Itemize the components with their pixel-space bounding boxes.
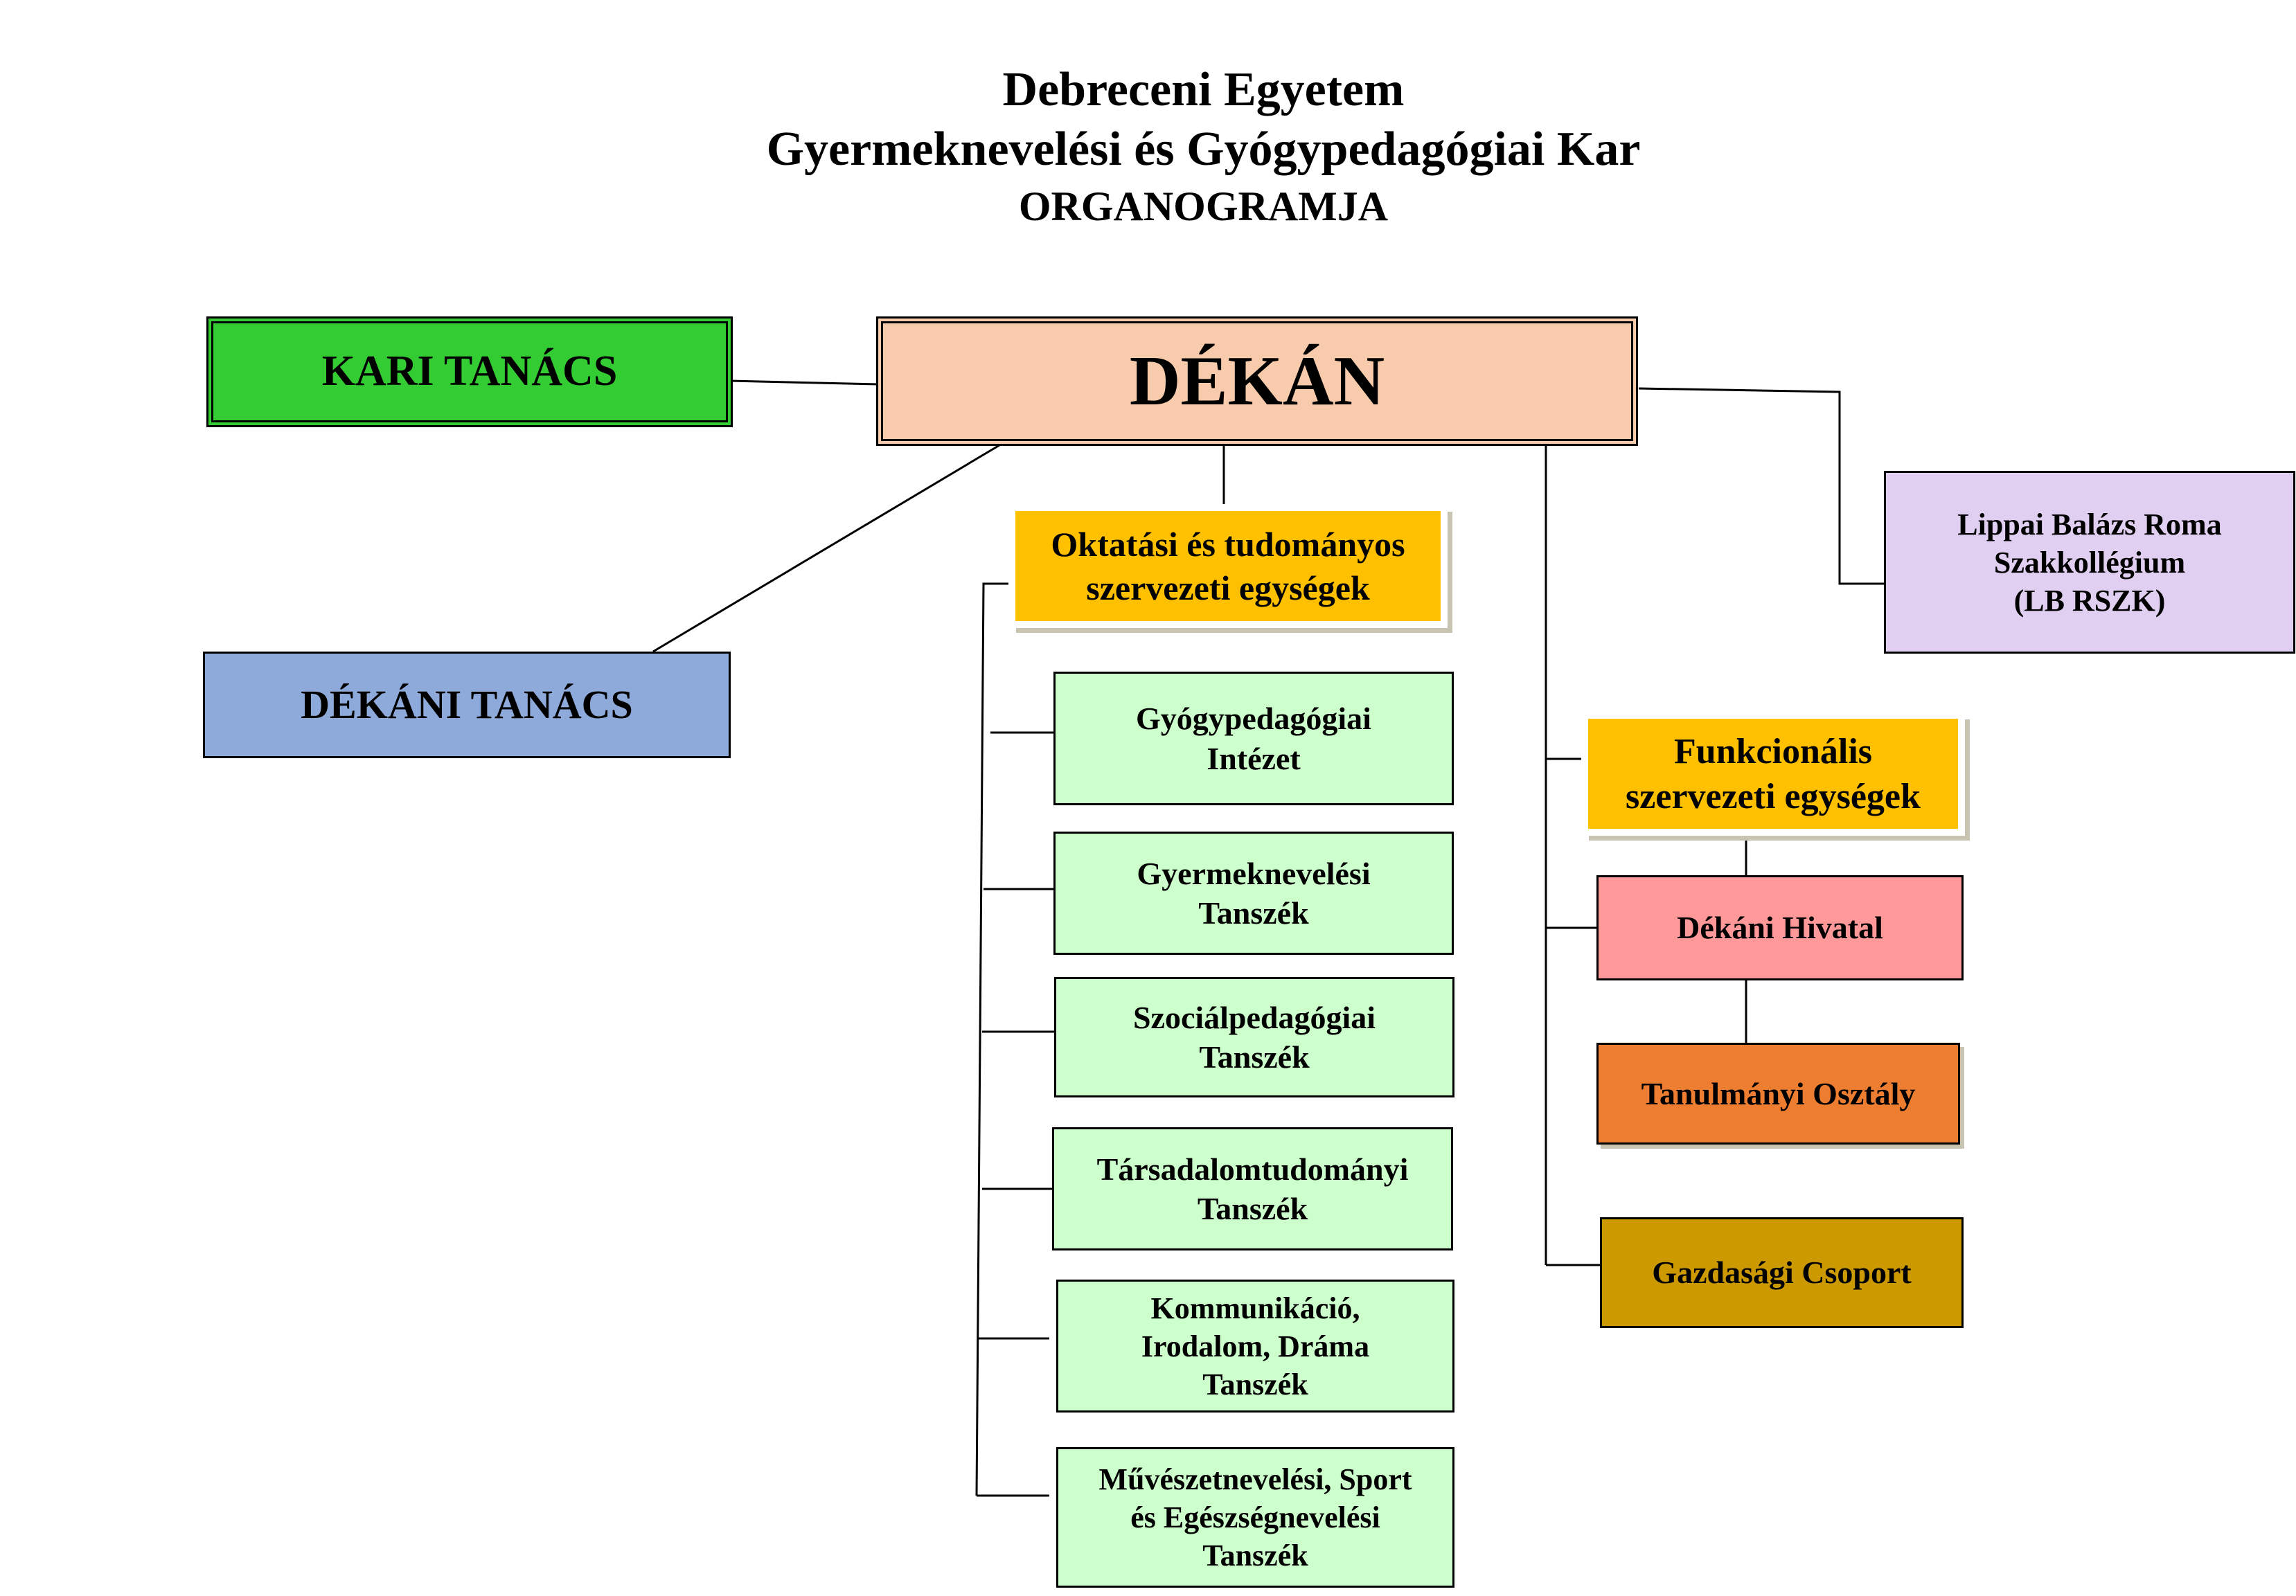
- department-5-line-2: Irodalom, Dráma: [1141, 1329, 1370, 1363]
- oktatasi-line-2: szervezeti egységek: [1086, 568, 1370, 607]
- department-5-line-1: Kommunikáció,: [1150, 1291, 1360, 1325]
- department-6-line-3: Tanszék: [1202, 1539, 1308, 1572]
- department-box-2: Gyermeknevelési Tanszék: [1053, 832, 1454, 955]
- department-6-line-1: Művészetnevelési, Sport: [1098, 1462, 1412, 1496]
- kari-tanacs-box: KARI TANÁCS: [206, 316, 733, 427]
- oktatasi-line-1: Oktatási és tudományos: [1051, 525, 1405, 564]
- funkcionalis-box: Funkcionális szervezeti egységek: [1581, 712, 1965, 836]
- kari-tanacs-label: KARI TANÁCS: [321, 348, 618, 395]
- department-4-line-2: Tanszék: [1197, 1191, 1308, 1226]
- dekani-hivatal-box: Dékáni Hivatal: [1596, 875, 1964, 980]
- department-box-6: Művészetnevelési, Sport és Egészségnevel…: [1056, 1447, 1454, 1588]
- gazdasagi-label: Gazdasági Csoport: [1652, 1255, 1912, 1291]
- tanulmanyi-label: Tanulmányi Osztály: [1641, 1075, 1916, 1111]
- department-2-line-2: Tanszék: [1198, 895, 1309, 931]
- department-3-line-1: Szociálpedagógiai: [1132, 999, 1376, 1035]
- oktatasi-box: Oktatási és tudományos szervezeti egység…: [1008, 504, 1448, 628]
- dekan-box: DÉKÁN: [876, 316, 1638, 446]
- tanulmanyi-box: Tanulmányi Osztály: [1596, 1043, 1960, 1145]
- department-box-5: Kommunikáció, Irodalom, Dráma Tanszék: [1056, 1280, 1454, 1413]
- lippai-line-2: Szakkollégium: [1993, 545, 2186, 580]
- dekani-hivatal-label: Dékáni Hivatal: [1677, 910, 1883, 946]
- title-line-2: Gyermeknevelési és Gyógypedagógiai Kar: [766, 123, 1641, 176]
- dekani-tanacs-box: DÉKÁNI TANÁCS: [203, 652, 731, 758]
- gazdasagi-box: Gazdasági Csoport: [1600, 1217, 1964, 1328]
- dekani-tanacs-label: DÉKÁNI TANÁCS: [301, 681, 633, 727]
- lippai-line-3: (LB RSZK): [2013, 583, 2166, 618]
- title-line-3: ORGANOGRAMJA: [1018, 183, 1389, 229]
- department-box-3: Szociálpedagógiai Tanszék: [1054, 977, 1454, 1097]
- title-line-1: Debreceni Egyetem: [1002, 63, 1405, 116]
- department-3-line-2: Tanszék: [1199, 1039, 1310, 1075]
- lippai-box: Lippai Balázs Roma Szakkollégium (LB RSZ…: [1884, 471, 2295, 654]
- dekan-label: DÉKÁN: [1129, 341, 1385, 420]
- department-1-line-2: Intézet: [1207, 740, 1301, 776]
- funkcionalis-line-2: szervezeti egységek: [1626, 776, 1921, 816]
- lippai-line-1: Lippai Balázs Roma: [1957, 507, 2222, 541]
- department-box-4: Társadalomtudományi Tanszék: [1052, 1127, 1453, 1250]
- department-6-line-2: és Egészségnevelési: [1130, 1500, 1380, 1534]
- department-2-line-1: Gyermeknevelési: [1137, 855, 1371, 891]
- department-5-line-3: Tanszék: [1202, 1367, 1308, 1401]
- department-box-1: Gyógypedagógiai Intézet: [1053, 672, 1454, 805]
- department-1-line-1: Gyógypedagógiai: [1136, 701, 1371, 736]
- funkcionalis-line-1: Funkcionális: [1673, 731, 1873, 771]
- department-4-line-1: Társadalomtudományi: [1096, 1151, 1409, 1187]
